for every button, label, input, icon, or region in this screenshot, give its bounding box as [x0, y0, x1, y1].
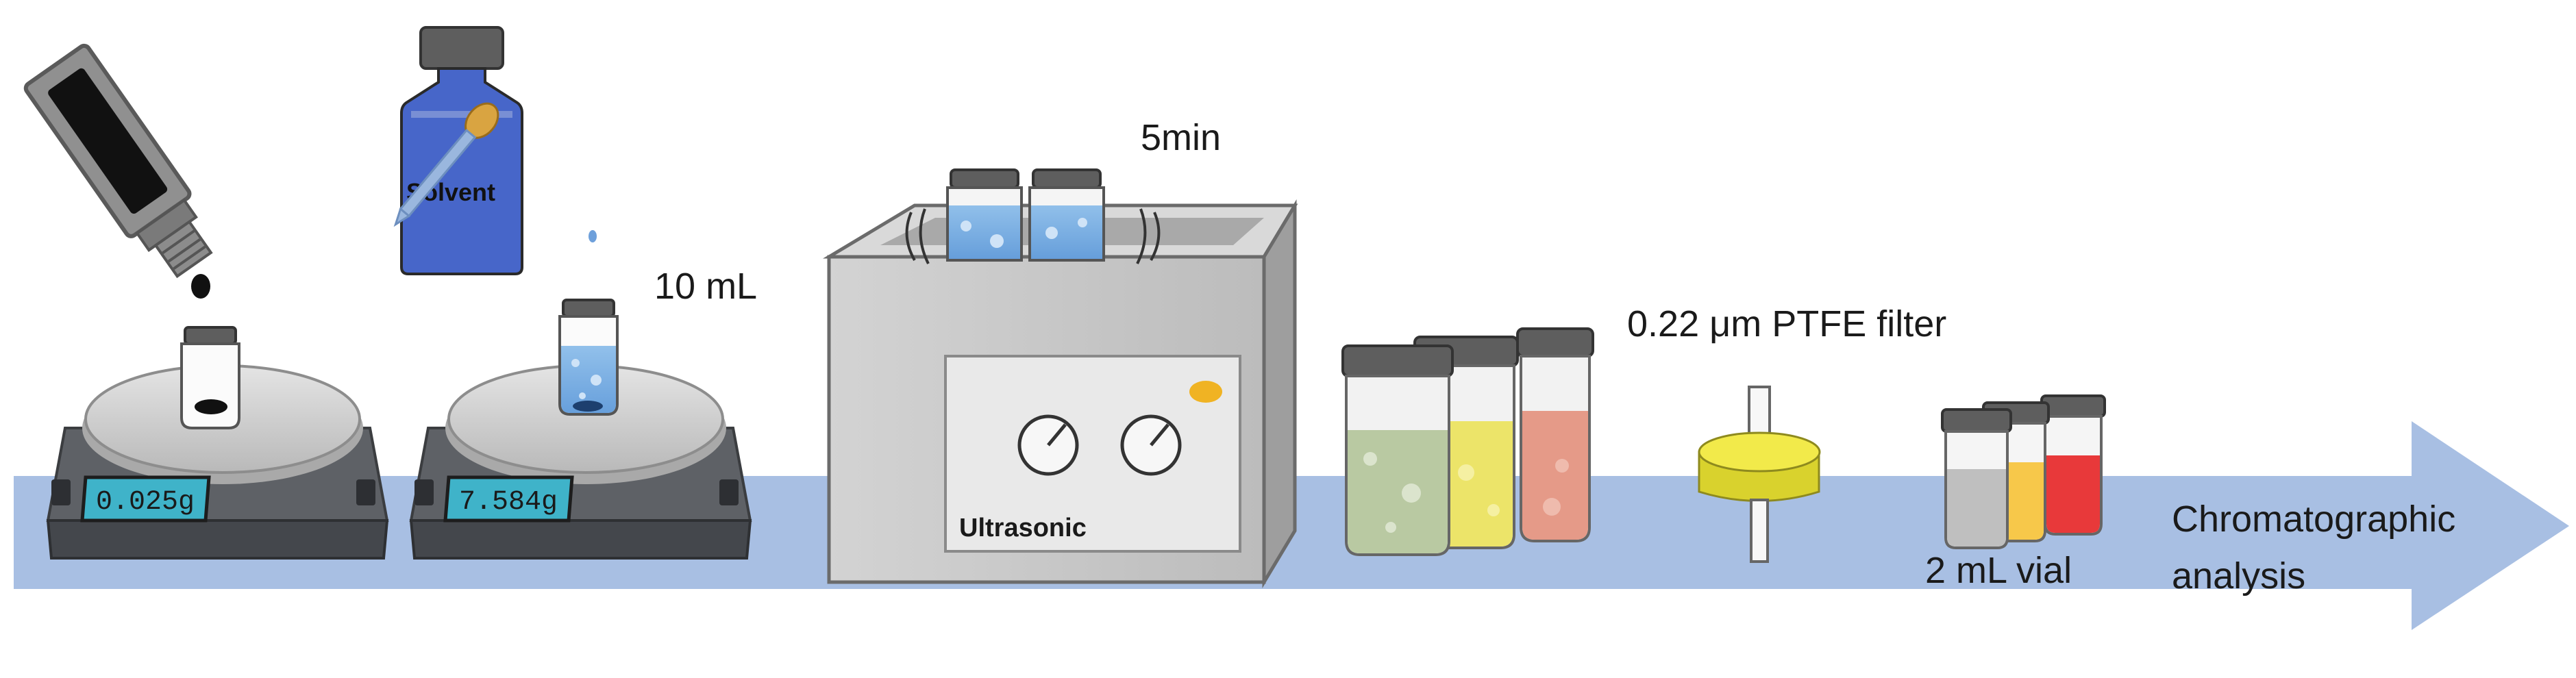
indicator-light [1189, 381, 1222, 403]
ultrasonic-label: Ultrasonic [959, 514, 1087, 542]
jar-green [1341, 344, 1454, 556]
dial-right [1120, 414, 1182, 476]
vial-solvent [558, 299, 619, 416]
scale-2-display [443, 475, 574, 523]
analysis-label-line1: Chromatographic [2172, 499, 2456, 540]
vial-label: 2 mL vial [1925, 550, 2072, 591]
ultrasonic-bath: Ultrasonic [822, 168, 1298, 589]
volume-label: 10 mL [654, 266, 758, 307]
scale-2-reading: 7.584g [459, 487, 558, 518]
scale-2: 7.584g [409, 364, 752, 560]
dropper [393, 102, 597, 242]
final-vials [1941, 394, 2106, 549]
vial-red [2040, 394, 2106, 536]
vial-empty [180, 326, 240, 429]
time-label: 5min [1141, 117, 1222, 158]
scale-1-reading: 0.025g [96, 487, 195, 518]
jar-pink [1516, 327, 1594, 542]
ptfe-filter [1698, 386, 1821, 563]
dial-left [1017, 414, 1079, 476]
analysis-label-line2: analysis [2172, 555, 2306, 597]
sample-tube [23, 43, 213, 299]
vibration-marks [905, 208, 1161, 264]
scale-1-display [80, 475, 211, 523]
bath-vials [946, 168, 1105, 262]
vial-grey [1941, 408, 2012, 549]
filter-label: 0.22 μm PTFE filter [1627, 303, 1947, 344]
scale-1: 0.025g [46, 364, 389, 560]
sample-jars [1341, 327, 1594, 556]
